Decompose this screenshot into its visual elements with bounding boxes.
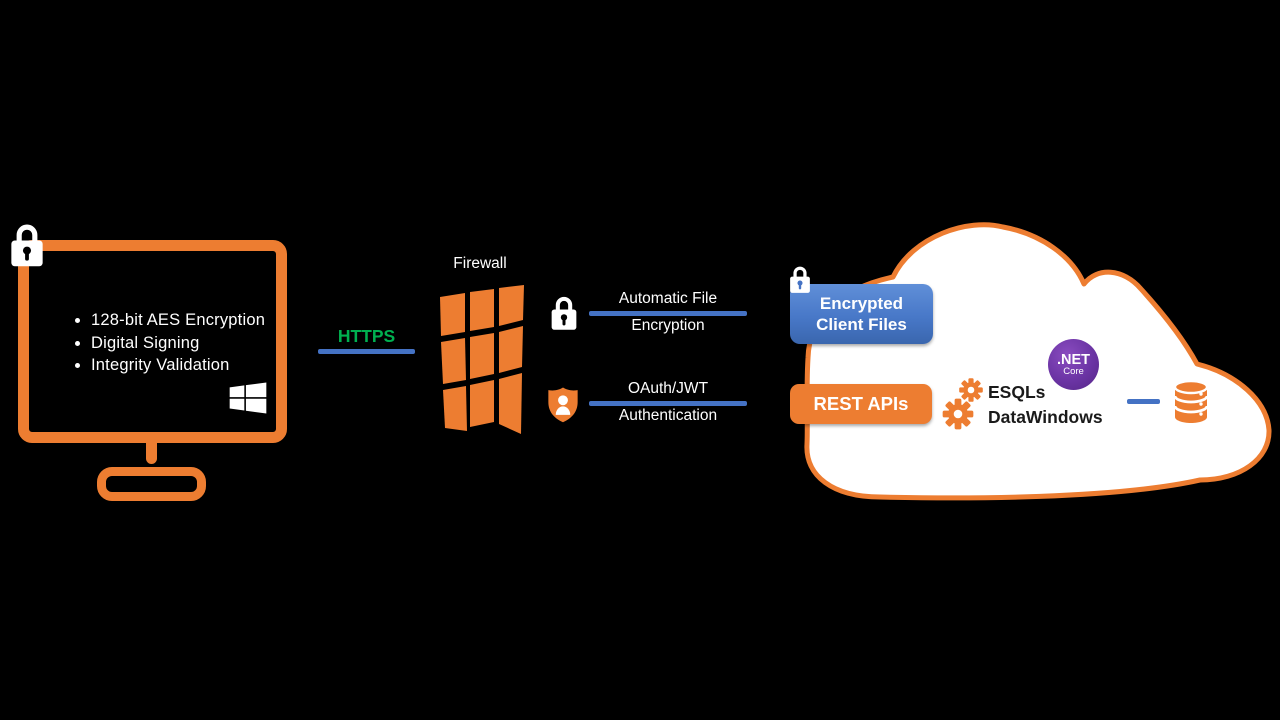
rest-apis-box: REST APIs (790, 384, 932, 424)
https-label: HTTPS (337, 326, 396, 346)
encrypted-client-files-line1: Encrypted (819, 293, 904, 313)
component-esqls: ESQLs (988, 382, 1046, 402)
https-connector-line (318, 349, 415, 354)
protection-subtitle: Encryption (631, 317, 705, 334)
dotnet-core-badge: .NET Core (1048, 339, 1099, 390)
monitor-stand-base (97, 467, 206, 501)
feature-item: Digital Signing (91, 332, 265, 355)
lock-icon (11, 224, 43, 267)
firewall-label: Firewall (453, 255, 507, 272)
protection-connector-line (589, 401, 747, 406)
protection-subtitle: Authentication (618, 407, 718, 424)
protection-title: Automatic File (618, 290, 718, 307)
gears-icon (942, 378, 983, 430)
client-feature-list: 128-bit AES Encryption Digital Signing I… (71, 309, 265, 377)
feature-item: 128-bit AES Encryption (91, 309, 265, 332)
encrypted-client-files-box: Encrypted Client Files (790, 284, 933, 344)
dotnet-edition: Core (1063, 365, 1084, 377)
windows-logo-icon (229, 382, 267, 414)
cloud-shape (804, 222, 1272, 501)
encrypted-client-files-line2: Client Files (816, 315, 907, 334)
rest-apis-label: REST APIs (813, 393, 909, 414)
cloud-components-list: ESQLs DataWindows (988, 380, 1103, 430)
lock-icon (790, 266, 810, 293)
lock-icon (551, 296, 577, 330)
feature-item: Integrity Validation (91, 354, 265, 377)
protection-title: OAuth/JWT (627, 380, 709, 397)
database-connector-line (1127, 399, 1160, 404)
monitor-stand-stem (146, 441, 157, 464)
protection-connector-line (589, 311, 747, 316)
shield-user-icon (548, 387, 578, 423)
database-icon (1173, 379, 1209, 423)
component-datawindows: DataWindows (988, 407, 1103, 427)
firewall-graphic (440, 285, 524, 434)
dotnet-name: .NET (1056, 351, 1091, 368)
